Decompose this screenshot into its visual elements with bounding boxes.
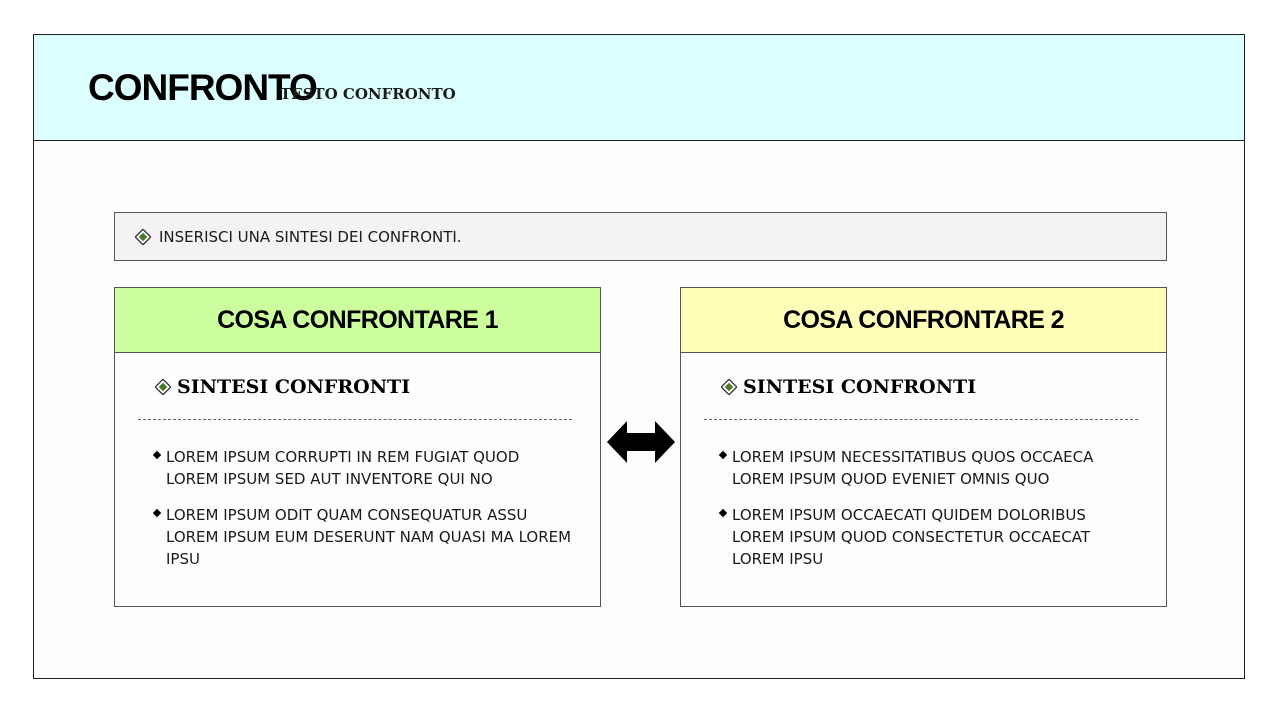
slide: CONFRONTO TESTO CONFRONTO INSERISCI UNA … — [33, 34, 1245, 679]
bullet-dot-icon — [152, 450, 162, 460]
diamond-bullet-icon — [155, 379, 171, 395]
summary-box: INSERISCI UNA SINTESI DEI CONFRONTI. — [114, 212, 1167, 261]
bullet-item: LOREM IPSUM NECESSITATIBUS QUOS OCCAECA … — [718, 446, 1139, 490]
compare-card-2: COSA CONFRONTARE 2 SINTESI CONFRONTI LOR… — [680, 287, 1167, 607]
bullet-item: LOREM IPSUM CORRUPTI IN REM FUGIAT QUOD … — [152, 446, 573, 490]
card-subheading: SINTESI CONFRONTI — [721, 376, 976, 398]
bullet-text: LOREM IPSUM NECESSITATIBUS QUOS OCCAECA … — [732, 448, 1094, 488]
slide-header: CONFRONTO TESTO CONFRONTO — [34, 35, 1244, 141]
divider — [704, 419, 1138, 420]
card-subheading: SINTESI CONFRONTI — [155, 376, 410, 398]
diamond-bullet-icon — [135, 228, 151, 245]
divider — [138, 419, 572, 420]
bullet-list: LOREM IPSUM CORRUPTI IN REM FUGIAT QUOD … — [152, 446, 573, 584]
bullet-list: LOREM IPSUM NECESSITATIBUS QUOS OCCAECA … — [718, 446, 1139, 584]
bullet-item: LOREM IPSUM ODIT QUAM CONSEQUATUR ASSU L… — [152, 504, 573, 570]
bullet-text: LOREM IPSUM ODIT QUAM CONSEQUATUR ASSU L… — [166, 506, 572, 568]
slide-subtitle: TESTO CONFRONTO — [280, 85, 456, 103]
double-arrow-icon — [607, 421, 675, 463]
card-heading: COSA CONFRONTARE 1 — [115, 288, 600, 353]
bullet-dot-icon — [152, 508, 162, 518]
card-heading: COSA CONFRONTARE 2 — [681, 288, 1166, 353]
diamond-bullet-icon — [721, 379, 737, 395]
card-subheading-text: SINTESI CONFRONTI — [177, 376, 411, 398]
bullet-item: LOREM IPSUM OCCAECATI QUIDEM DOLORIBUS L… — [718, 504, 1139, 570]
bullet-text: LOREM IPSUM OCCAECATI QUIDEM DOLORIBUS L… — [732, 506, 1091, 568]
slide-title: CONFRONTO — [88, 67, 318, 108]
bullet-dot-icon — [718, 508, 728, 518]
card-subheading-text: SINTESI CONFRONTI — [743, 376, 977, 398]
bullet-dot-icon — [718, 450, 728, 460]
summary-text: INSERISCI UNA SINTESI DEI CONFRONTI. — [159, 227, 462, 246]
bullet-text: LOREM IPSUM CORRUPTI IN REM FUGIAT QUOD … — [166, 448, 520, 488]
compare-card-1: COSA CONFRONTARE 1 SINTESI CONFRONTI LOR… — [114, 287, 601, 607]
